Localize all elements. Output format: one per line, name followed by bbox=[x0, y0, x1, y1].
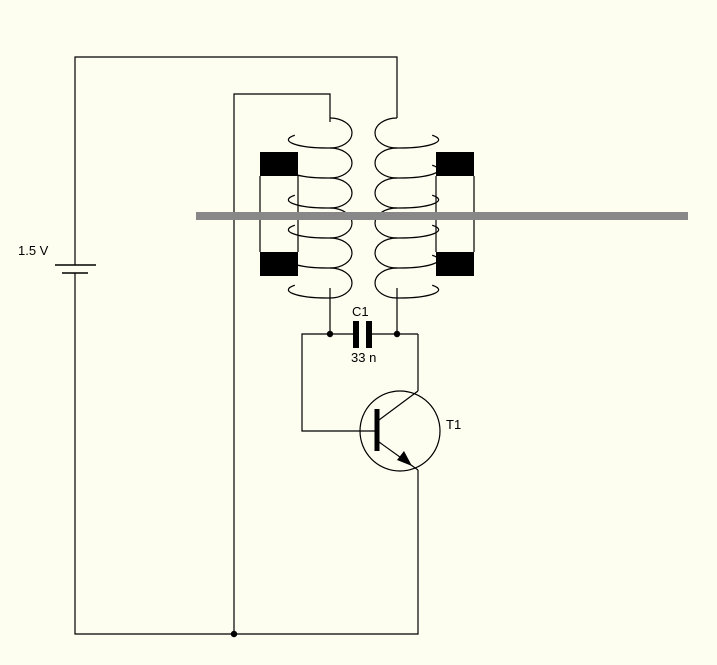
battery-label: 1.5 V bbox=[18, 243, 49, 258]
coil-left-turn bbox=[287, 267, 353, 299]
transistor-emitter-arrow bbox=[397, 451, 412, 466]
coil-left-turn bbox=[287, 147, 353, 179]
transistor-t1 bbox=[359, 390, 441, 472]
transistor-body bbox=[359, 390, 441, 472]
transistor-name: T1 bbox=[446, 417, 461, 432]
junction-dot-right-node bbox=[393, 330, 401, 338]
transistor-emitter-lead bbox=[378, 441, 419, 471]
coil-left-turn bbox=[287, 237, 353, 269]
coil-left-turn bbox=[287, 207, 353, 239]
coil-right-turn bbox=[374, 177, 440, 209]
battery bbox=[55, 264, 96, 274]
coil-left-turn bbox=[287, 177, 353, 209]
wire-battery-to-right-coil bbox=[74, 56, 398, 265]
junction-dot-left-node bbox=[326, 330, 334, 338]
wires bbox=[74, 56, 419, 635]
coil-right-turn bbox=[374, 147, 440, 179]
coil-left-turn bbox=[287, 117, 353, 149]
coil-right-turn bbox=[374, 207, 440, 239]
core-right bbox=[435, 152, 475, 276]
capacitor-c1 bbox=[353, 321, 372, 348]
wire-base-loop bbox=[301, 333, 375, 432]
capacitor-name: C1 bbox=[352, 304, 369, 319]
wire-battery-to-ground-rail bbox=[74, 273, 419, 635]
capacitor-plate-right bbox=[366, 321, 372, 348]
coil-right bbox=[374, 117, 440, 299]
capacitor-plate-left bbox=[353, 321, 359, 348]
transistor-collector-lead bbox=[378, 390, 419, 421]
coil-left bbox=[287, 117, 353, 299]
coil-right-turn bbox=[374, 117, 440, 149]
capacitor-value: 33 n bbox=[351, 350, 376, 365]
coil-right-turn bbox=[374, 267, 440, 299]
coil-right-turn bbox=[374, 237, 440, 269]
wire-left-coil-to-ground bbox=[233, 93, 331, 634]
junction-dot-ground bbox=[230, 630, 238, 638]
